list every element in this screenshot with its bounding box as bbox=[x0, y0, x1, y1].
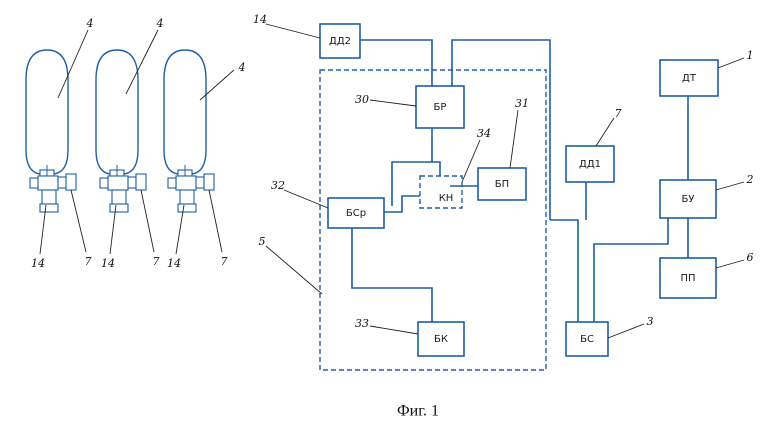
cylinder-3 bbox=[164, 50, 214, 212]
block-dd1-label: ДД1 bbox=[579, 159, 601, 170]
block-kn-label: КН bbox=[439, 193, 454, 204]
block-bp-label: БП bbox=[495, 179, 509, 190]
ref-bk: 33 bbox=[355, 317, 369, 330]
block-bk-label: БК bbox=[434, 334, 448, 345]
figure-caption: Фиг. 1 bbox=[397, 403, 439, 420]
ref-valve-3: 7 bbox=[221, 255, 228, 268]
ref-cylinder-2: 4 bbox=[156, 17, 164, 30]
ref-kn: 34 bbox=[477, 127, 491, 140]
block-bu-label: БУ bbox=[682, 194, 695, 205]
ref-br: 30 bbox=[355, 93, 369, 106]
ref-cylinder-1: 4 bbox=[86, 17, 94, 30]
ref-dd1: 7 bbox=[615, 107, 622, 120]
block-pp-label: ПП bbox=[680, 273, 695, 284]
block-dd2-label: ДД2 bbox=[329, 36, 351, 47]
block-bsr-label: БСр bbox=[346, 208, 366, 219]
ref-sensor-2: 14 bbox=[101, 257, 115, 270]
ref-frame: 5 bbox=[259, 235, 266, 248]
ref-valve-2: 7 bbox=[153, 255, 160, 268]
cylinder-2 bbox=[96, 50, 146, 212]
ref-bp: 31 bbox=[515, 97, 529, 110]
ref-bsr: 32 bbox=[271, 179, 285, 192]
ref-sensor-3: 14 bbox=[167, 257, 181, 270]
ref-dt: 1 bbox=[747, 49, 754, 62]
ref-cylinder-3: 4 bbox=[238, 61, 246, 74]
ref-valve-1: 7 bbox=[85, 255, 92, 268]
block-dt-label: ДТ bbox=[682, 73, 697, 84]
ref-bs: 3 bbox=[647, 315, 654, 328]
ref-bu: 2 bbox=[746, 173, 754, 186]
ref-pp: 6 bbox=[747, 251, 754, 264]
ref-sensor-1: 14 bbox=[31, 257, 45, 270]
block-br-label: БР bbox=[434, 102, 447, 113]
ref-dd2: 14 bbox=[253, 13, 267, 26]
block-bs-label: БС bbox=[580, 334, 594, 345]
